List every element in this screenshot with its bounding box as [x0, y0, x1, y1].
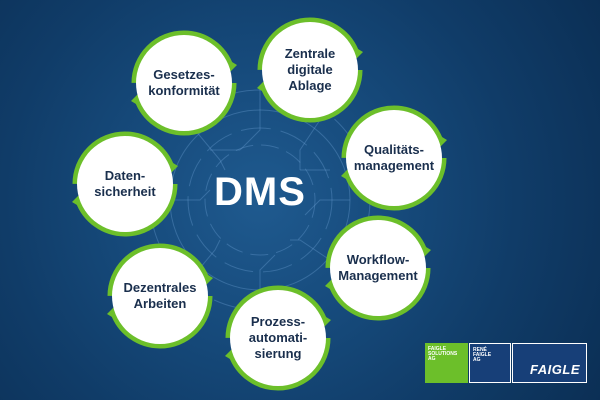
node-label: Zentrale digitale Ablage: [284, 46, 336, 93]
node-label: Workflow- Management: [338, 252, 418, 283]
node-circle: Zentrale digitale Ablage: [262, 22, 358, 118]
node-prozessautomatisierung: Prozess- automati- sierung: [225, 285, 331, 391]
node-dezentrales-arbeiten: Dezentrales Arbeiten: [107, 243, 213, 349]
node-zentrale-ablage: Zentrale digitale Ablage: [257, 17, 363, 123]
node-circle: Prozess- automati- sierung: [230, 290, 326, 386]
node-label: Dezentrales Arbeiten: [123, 280, 197, 311]
node-gesetzeskonformitaet: Gesetzes- konformität: [131, 30, 237, 136]
node-circle: Daten- sicherheit: [77, 136, 173, 232]
node-label: Gesetzes- konformität: [148, 67, 220, 98]
center-title: DMS: [214, 170, 306, 214]
faigle-logo: FAIGLE: [512, 343, 587, 383]
node-datensicherheit: Daten- sicherheit: [72, 131, 178, 237]
faigle-logos: FAIGLE SOLUTIONS AG RENÉ FAIGLE AG FAIGL…: [425, 343, 587, 383]
node-circle: Qualitäts- management: [346, 110, 442, 206]
node-label: Qualitäts- management: [353, 142, 435, 173]
node-circle: Dezentrales Arbeiten: [112, 248, 208, 344]
faigle-solutions-logo: FAIGLE SOLUTIONS AG: [425, 343, 468, 383]
node-circle: Gesetzes- konformität: [136, 35, 232, 131]
node-circle: Workflow- Management: [330, 220, 426, 316]
node-workflow-management: Workflow- Management: [325, 215, 431, 321]
node-qualitaetsmanagement: Qualitäts- management: [341, 105, 447, 211]
rene-faigle-logo: RENÉ FAIGLE AG: [469, 343, 511, 383]
node-label: Prozess- automati- sierung: [248, 314, 308, 361]
node-label: Daten- sicherheit: [94, 168, 156, 199]
